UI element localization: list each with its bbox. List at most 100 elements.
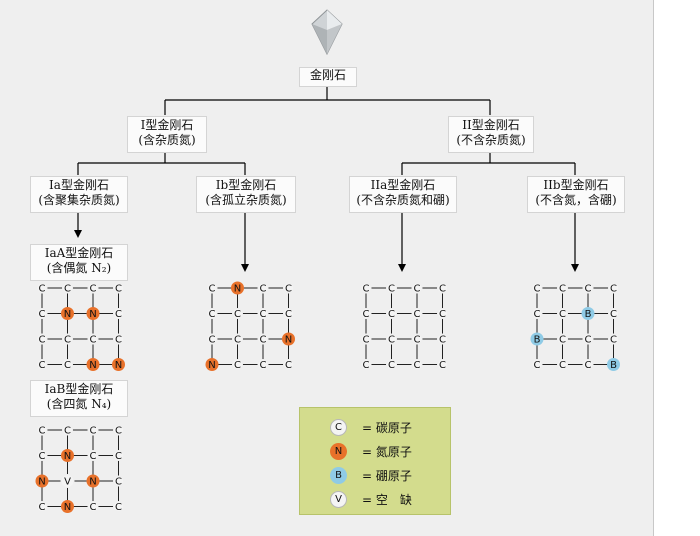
carbon-atom: C [232, 333, 243, 346]
carbon-atom: C [87, 333, 99, 346]
boron-atom: B [530, 332, 544, 346]
carbon-atom: C [113, 282, 124, 295]
svg-text:C: C [115, 309, 122, 320]
svg-text:C: C [285, 309, 292, 320]
svg-text:C: C [115, 426, 122, 437]
svg-text:C: C [439, 309, 446, 320]
vacancy: V [60, 474, 75, 488]
legend: C = 碳原子 N = 氮原子 B = 硼原子 V = 空 缺 [299, 407, 451, 515]
svg-text:C: C [559, 335, 566, 346]
legend-label-carbon: = 碳原子 [362, 421, 412, 435]
node-type-ia-title: Ia型金刚石 [49, 178, 109, 192]
nitrogen-atom-icon: N [330, 443, 347, 460]
node-type-ii-desc: (不含杂质氮) [456, 133, 526, 147]
carbon-atom: C [386, 359, 397, 371]
svg-text:C: C [234, 335, 241, 346]
carbon-atom: C [437, 282, 448, 295]
svg-text:C: C [363, 360, 370, 371]
carbon-atom: C [232, 308, 243, 320]
svg-text:B: B [610, 360, 617, 371]
carbon-atom: C [113, 308, 124, 320]
carbon-atom: C [437, 333, 448, 346]
boron-atom: B [581, 307, 595, 320]
carbon-atom: C [36, 450, 48, 462]
svg-text:C: C [234, 360, 241, 371]
carbon-atom: C [36, 333, 48, 346]
nitrogen-atom: N [61, 307, 74, 320]
carbon-atom: C [36, 501, 48, 513]
carbon-atom: C [87, 282, 99, 295]
node-type-i-desc: (含杂质氮) [138, 133, 196, 147]
svg-text:C: C [90, 335, 97, 346]
svg-text:N: N [89, 477, 96, 488]
boron-atom-icon: B [330, 467, 347, 484]
svg-text:C: C [115, 335, 122, 346]
boron-atom: B [607, 358, 620, 371]
node-type-ib: Ib型金刚石 (含孤立杂质氮) [196, 176, 296, 213]
carbon-atom: C [113, 475, 124, 488]
node-type-iaa-title: IaA型金刚石 [44, 246, 114, 260]
svg-text:C: C [610, 335, 617, 346]
carbon-atom: C [62, 333, 73, 346]
node-type-ia-desc: (含聚集杂质氮) [38, 193, 120, 207]
carbon-atom: C [360, 359, 372, 371]
svg-text:C: C [585, 284, 592, 295]
carbon-atom: C [360, 308, 372, 320]
svg-text:N: N [234, 284, 241, 295]
svg-text:C: C [559, 309, 566, 320]
node-type-ib-title: Ib型金刚石 [215, 178, 277, 192]
carbon-atom: C [206, 333, 218, 346]
node-type-iib-title: IIb型金刚石 [543, 178, 609, 192]
carbon-atom: C [582, 333, 594, 346]
carbon-atom: C [557, 359, 568, 371]
svg-text:V: V [64, 477, 71, 488]
svg-text:C: C [260, 335, 267, 346]
carbon-atom: C [232, 359, 243, 371]
carbon-atom: C [531, 308, 543, 320]
carbon-atom: C [87, 424, 99, 437]
svg-text:C: C [39, 502, 46, 513]
node-type-iab: IaB型金刚石 (含四氮 N₄) [30, 380, 128, 417]
nitrogen-atom: N [35, 474, 49, 488]
carbon-atom: C [531, 359, 543, 371]
svg-text:C: C [115, 284, 122, 295]
svg-text:C: C [64, 284, 71, 295]
vacancy-icon: V [330, 491, 347, 508]
svg-text:C: C [90, 284, 97, 295]
svg-text:C: C [439, 360, 446, 371]
svg-text:C: C [209, 335, 216, 346]
carbon-atom: C [283, 308, 294, 320]
svg-text:C: C [363, 335, 370, 346]
carbon-atom: C [283, 359, 294, 371]
node-type-ii: II型金刚石 (不含杂质氮) [448, 116, 534, 153]
svg-text:C: C [260, 360, 267, 371]
svg-text:C: C [64, 360, 71, 371]
carbon-atom: C [437, 359, 448, 371]
nitrogen-atom: N [112, 358, 125, 371]
node-type-iib: IIb型金刚石 (不含氮，含硼) [527, 176, 625, 213]
node-root-title: 金刚石 [309, 68, 346, 82]
svg-text:C: C [209, 284, 216, 295]
svg-text:C: C [39, 360, 46, 371]
svg-text:C: C [39, 451, 46, 462]
carbon-atom: C [113, 501, 124, 513]
carbon-atom: C [206, 282, 218, 295]
carbon-atom: C [360, 282, 372, 295]
svg-text:C: C [363, 309, 370, 320]
svg-text:C: C [115, 502, 122, 513]
carbon-atom: C [62, 282, 73, 295]
svg-text:C: C [414, 335, 421, 346]
svg-text:C: C [534, 309, 541, 320]
svg-text:C: C [115, 477, 122, 488]
svg-text:C: C [64, 335, 71, 346]
legend-label-nitrogen: = 氮原子 [362, 445, 412, 459]
carbon-atom: C [62, 359, 73, 371]
svg-text:C: C [559, 360, 566, 371]
arrows [74, 210, 579, 272]
svg-text:C: C [64, 426, 71, 437]
carbon-atom: C [411, 308, 423, 320]
svg-text:C: C [363, 284, 370, 295]
